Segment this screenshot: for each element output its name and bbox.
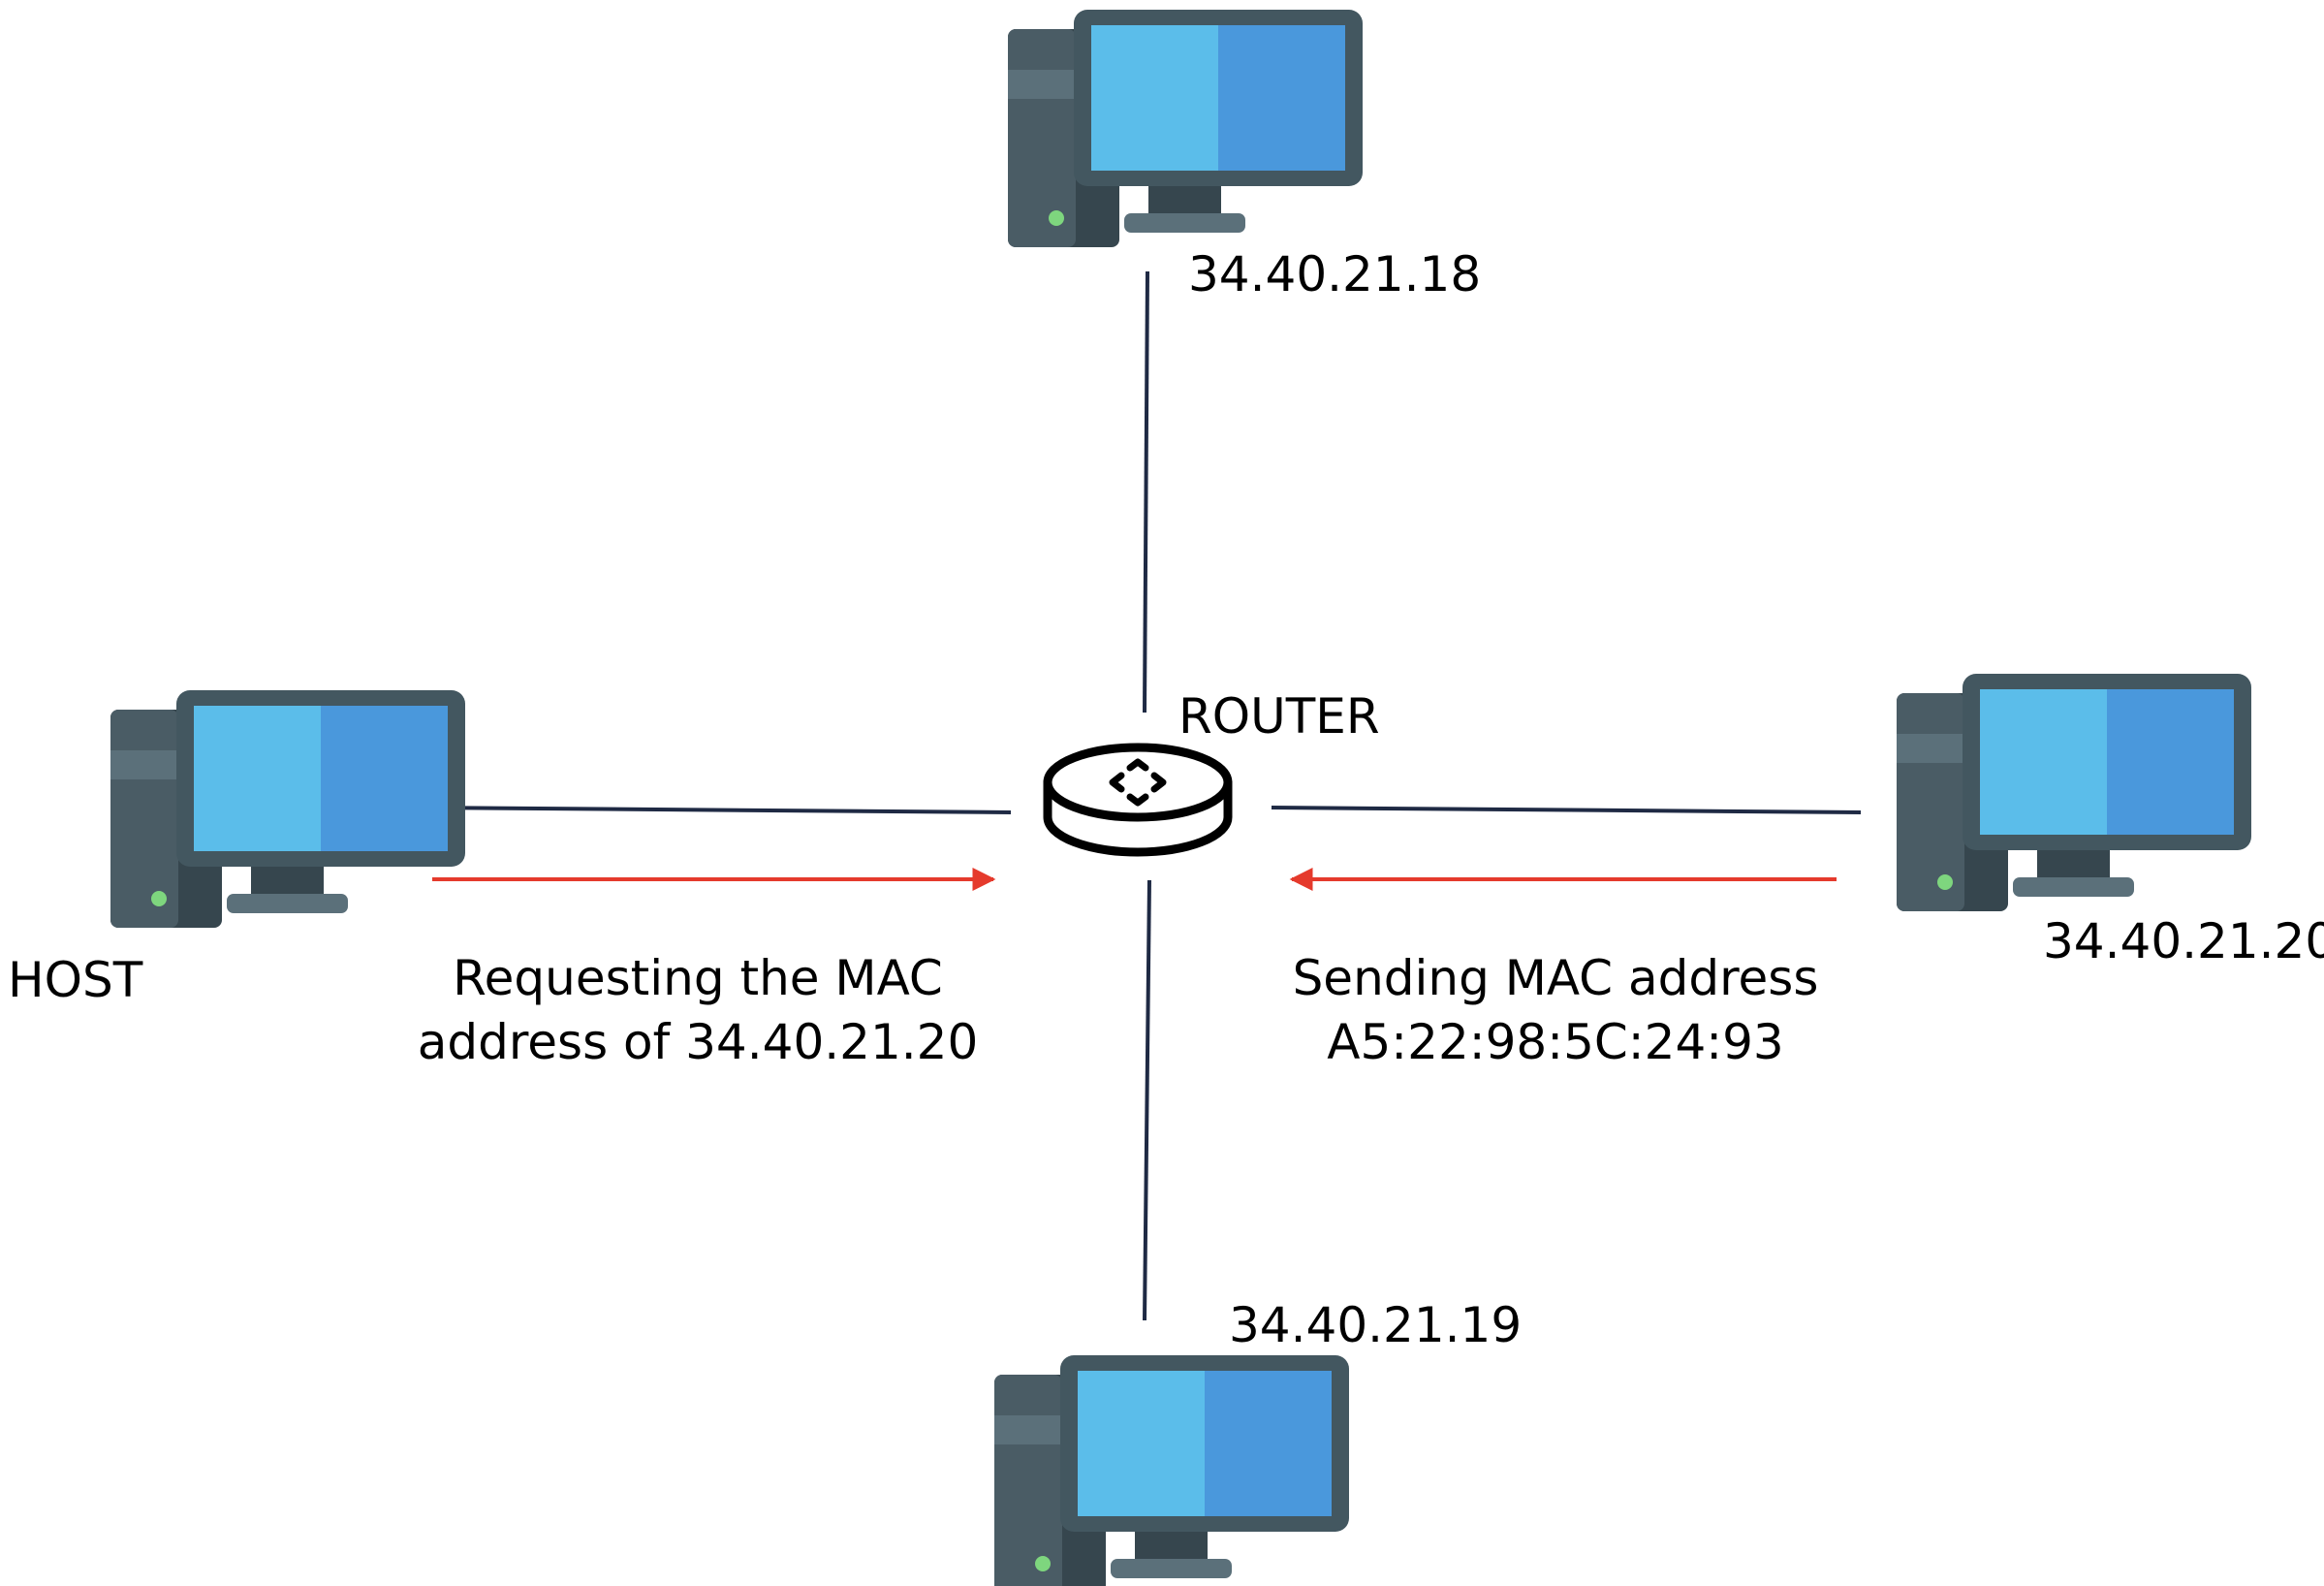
desktop-computer-icon: [110, 690, 465, 928]
node-label-host: HOST: [8, 952, 143, 1008]
link-right: [1271, 806, 1862, 814]
link-bottom: [1143, 879, 1151, 1321]
reply-message-line1: Sending MAC address: [1292, 950, 1819, 1006]
link-host: [419, 806, 1012, 814]
node-label-right: 34.40.21.20: [2043, 913, 2324, 969]
router-icon: [1043, 743, 1233, 857]
reply-message: Sending MAC address A5:22:98:5C:24:93: [1260, 946, 1851, 1074]
request-message-line2: address of 34.40.21.20: [417, 1014, 979, 1070]
node-label-top: 34.40.21.18: [1188, 246, 1482, 302]
link-top: [1143, 270, 1149, 714]
node-label-bottom: 34.40.21.19: [1229, 1297, 1523, 1353]
request-message-line1: Requesting the MAC: [453, 950, 943, 1006]
reply-message-line2: A5:22:98:5C:24:93: [1327, 1014, 1784, 1070]
desktop-computer-icon: [1897, 674, 2251, 911]
desktop-computer-icon: [1008, 10, 1363, 247]
request-message: Requesting the MAC address of 34.40.21.2…: [407, 946, 989, 1074]
desktop-computer-icon: [994, 1355, 1349, 1586]
router-label: ROUTER: [1178, 688, 1380, 745]
